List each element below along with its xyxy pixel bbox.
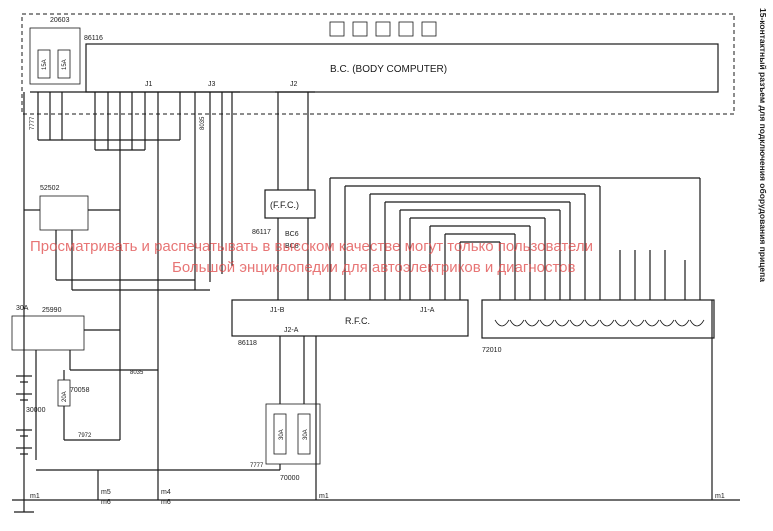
switch-52502 [39,195,89,231]
fuse-15a-left [37,49,51,79]
trailer-pin-loops [494,319,705,327]
ffc-label: (F.F.C.) [270,200,299,210]
fuse-30a-left [273,413,287,455]
connector-j2a-label: J2-A [284,327,299,334]
fuse-block-20603 [29,27,81,85]
fuse-30a-relay-label: 30A [16,305,29,312]
fuse-15a-left-label: 15A [42,59,48,70]
wire-code-7777: 7777 [30,116,36,130]
body-computer-label: B.C. (BODY COMPUTER) [330,64,447,75]
connector-j1a-label: J1-A [420,307,435,314]
fuse-30a-right [297,413,311,455]
rfc-box [231,299,469,337]
trailer-connector-72010-label: 72010 [482,347,502,354]
fuse-box-70000 [265,403,321,465]
ground-m1-left: m1 [30,493,40,500]
connector-86118-label: 86118 [238,340,257,347]
ground-m6-left: m6 [101,499,111,506]
wire-code-7972: 7972 [78,433,92,439]
car-icon-3 [375,21,391,37]
wire-code-7777-lower: 7777 [250,463,264,469]
switch-52502-label: 52502 [40,185,60,192]
ffc-box [264,189,316,219]
car-icons [329,21,437,37]
fuse-30a-right-label: 30A [303,429,309,440]
relay-25990-label: 25990 [42,307,62,314]
relay-25990 [11,315,85,351]
side-caption: 15-контактный разъем для подключения обо… [758,8,768,282]
body-computer-box [85,43,719,93]
trailer-pin-wires [499,178,713,500]
connector-86117-label: 86117 [252,229,271,236]
fuse-70058-label: 70058 [70,387,90,394]
fuse-box-70000-label: 70000 [280,475,300,482]
fuse-15a-right [57,49,71,79]
wire-code-8035-lower: 8035 [130,370,144,376]
watermark-line-2: Большой энциклопедии для автоэлектриков … [172,259,575,276]
ground-m1-right: m1 [715,493,725,500]
car-icon-5 [421,21,437,37]
fuse-block-20603-label: 20603 [50,17,70,24]
wire-code-8035: 8035 [200,116,206,130]
trailer-connector-72010 [481,299,715,339]
bc6-label: BC6 [285,231,299,238]
car-icon-1 [329,21,345,37]
car-icon-4 [398,21,414,37]
fuse-20a-label: 20A [62,391,68,402]
fuse-30a-left-label: 30A [279,429,285,440]
connector-j1-label: J1 [145,81,153,88]
rfc-upper-wires [329,177,700,300]
battery-30000-label: 30000 [26,407,46,414]
fuse-15a-right-label: 15A [62,59,68,70]
ground-m5: m5 [101,489,111,496]
car-icon-2 [352,21,368,37]
connector-86116-label: 86116 [84,35,103,42]
battery-30000 [16,375,32,455]
ground-m1-middle: m1 [319,493,329,500]
bc8-label: BC8 [285,243,299,250]
ground-m6-right: m6 [161,499,171,506]
connector-j3-label: J3 [208,81,216,88]
bc-wires [23,92,309,500]
connector-j1b-label: J1-B [270,307,285,314]
rfc-label: R.F.C. [345,316,370,326]
connector-j2-label: J2 [290,81,298,88]
watermark-line-1: Просматривать и распечатывать в высоком … [30,238,593,255]
ground-m4: m4 [161,489,171,496]
